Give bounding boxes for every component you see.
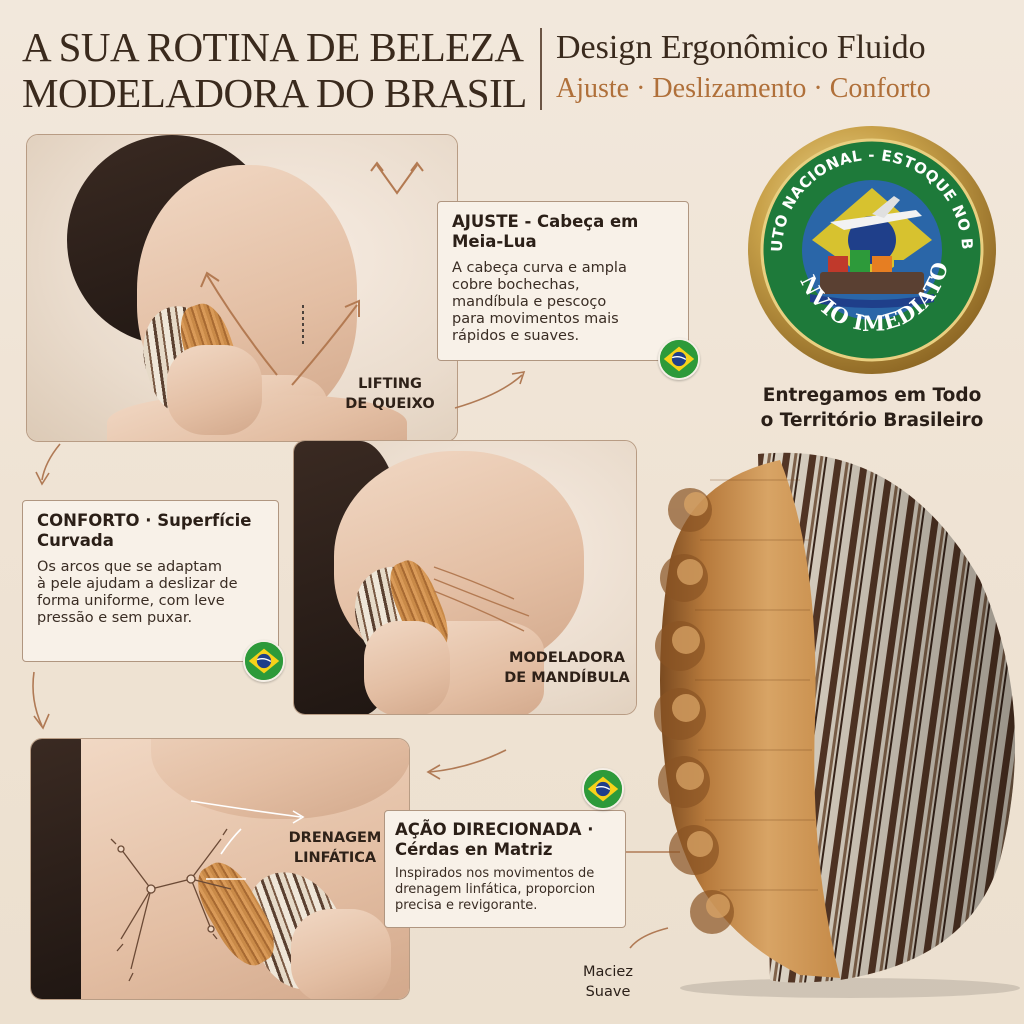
photo-mandibula-panel	[293, 440, 637, 715]
card-acao-body: Inspirados nos movimentos de drenagem li…	[395, 866, 596, 913]
photo-lifting-panel	[26, 134, 458, 442]
card-acao-title: AÇÃO DIRECIONADA · Cérdas en Matriz	[395, 820, 594, 859]
label-drenagem: DRENAGEM LINFÁTICA	[288, 830, 382, 866]
card-conforto-body: Os arcos que se adaptam à pele ajudam a …	[37, 559, 238, 626]
label-modeladora: MODELADORA DE MANDÍBULA	[504, 650, 630, 686]
main-title-line2: MODELADORA DO BRASIL	[22, 70, 527, 116]
card-ajuste: AJUSTE - Cabeça em Meia-Lua A cabeça cur…	[437, 201, 689, 361]
main-title: A SUA ROTINA DE BELEZA MODELADORA DO BRA…	[22, 24, 527, 116]
delivery-caption: Entregamos em Todo o Território Brasilei…	[760, 385, 984, 431]
brazil-flag-icon	[243, 640, 285, 682]
card-ajuste-body: A cabeça curva e ampla cobre bochechas, …	[452, 260, 627, 344]
card-ajuste-title: AJUSTE - Cabeça em Meia-Lua	[452, 212, 639, 251]
label-maciez: Maciez Suave	[583, 964, 633, 1000]
label-lifting: LIFTING DE QUEIXO	[345, 376, 435, 412]
brush-product-image	[650, 440, 1024, 1000]
brazil-flag-icon	[658, 338, 700, 380]
header-divider	[540, 28, 542, 110]
design-title: Design Ergonômico Fluido	[556, 29, 926, 66]
photo-drenagem-panel	[30, 738, 410, 1000]
national-product-seal: PRODUTO NACIONAL - ESTOQUE NO BRASIL ENV…	[736, 102, 1000, 378]
mandibula-lines	[433, 566, 530, 632]
card-conforto: CONFORTO · Superfície Curvada Os arcos q…	[22, 500, 279, 662]
card-acao: AÇÃO DIRECIONADA · Cérdas en Matriz Insp…	[384, 810, 626, 928]
main-title-line1: A SUA ROTINA DE BELEZA	[22, 24, 524, 70]
lymph-diagram	[110, 800, 305, 982]
lifting-arrows	[200, 161, 424, 386]
design-subtitle: Ajuste · Deslizamento · Conforto	[556, 73, 931, 104]
brazil-flag-icon	[582, 768, 624, 810]
card-conforto-title: CONFORTO · Superfície Curvada	[37, 511, 252, 550]
